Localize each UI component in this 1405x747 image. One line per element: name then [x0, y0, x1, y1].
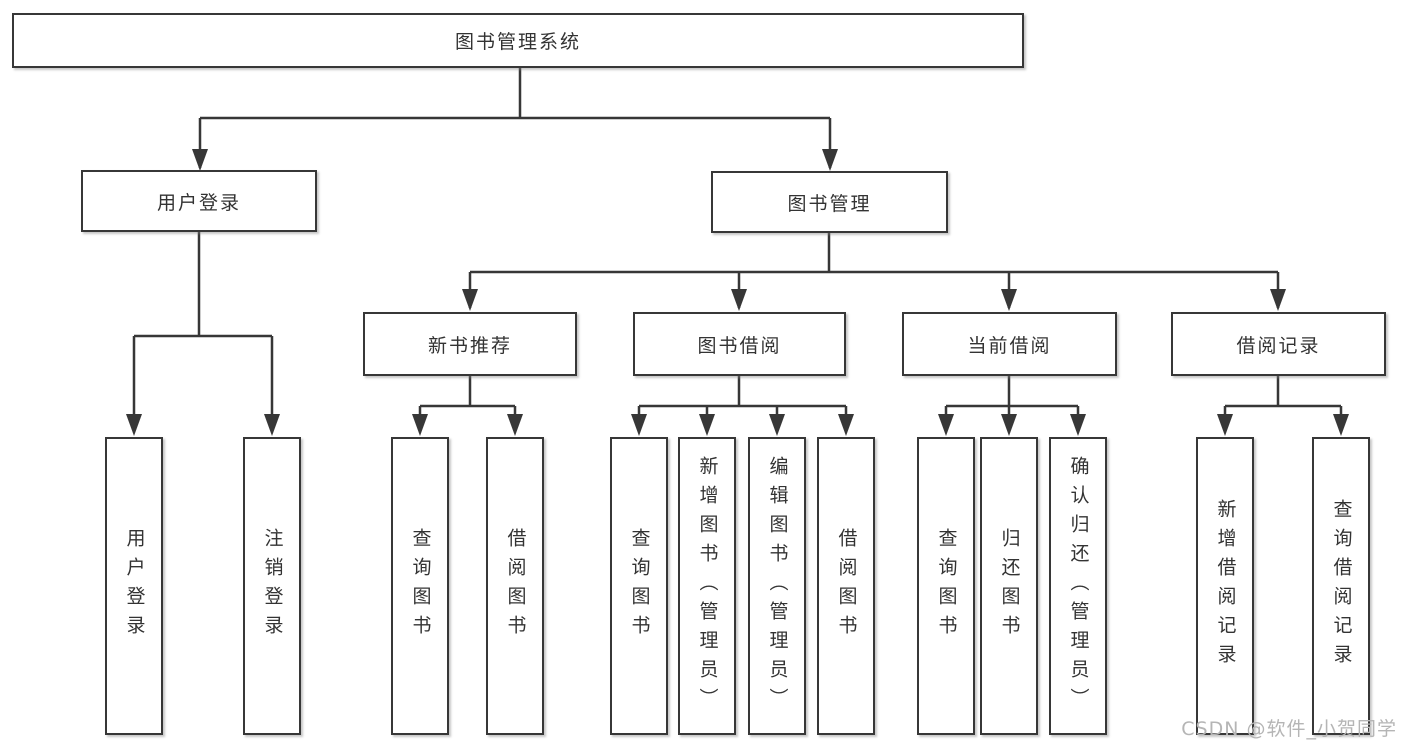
- arrowhead: [631, 414, 647, 436]
- leaf-logout: 注销登录: [243, 437, 301, 735]
- arrowhead: [1001, 414, 1017, 436]
- leaf-add-borrow-record: 新增借阅记录: [1196, 437, 1254, 735]
- node-new-book-recommend: 新书推荐: [363, 312, 577, 376]
- watermark-text: CSDN @软件_小贺同学: [1181, 718, 1397, 740]
- node-current-borrow: 当前借阅: [902, 312, 1117, 376]
- node-borrow-records: 借阅记录: [1171, 312, 1386, 376]
- arrowhead: [1270, 289, 1286, 311]
- arrowhead: [938, 414, 954, 436]
- connector-new-book-recommend-to-leaves: [418, 376, 517, 432]
- leaf-query-books-recommend: 查询图书: [391, 437, 449, 735]
- arrowhead: [769, 414, 785, 436]
- arrowhead: [1001, 289, 1017, 311]
- leaf-confirm-return-admin: 确认归还（管理员）: [1049, 437, 1107, 735]
- leaf-edit-books-admin: 编辑图书（管理员）: [748, 437, 806, 735]
- arrowhead: [507, 414, 523, 436]
- arrowhead: [1333, 414, 1349, 436]
- node-library-management-system: 图书管理系统: [12, 13, 1024, 68]
- arrowhead: [264, 414, 280, 436]
- connector-borrow-records-to-leaves: [1223, 376, 1343, 432]
- arrowhead: [822, 149, 838, 171]
- arrowhead: [699, 414, 715, 436]
- leaf-return-books: 归还图书: [980, 437, 1038, 735]
- arrowheads: [126, 149, 1349, 436]
- connector-root-to-level2: [198, 68, 832, 168]
- connector-book-borrow-to-leaves: [637, 376, 848, 432]
- leaf-borrow-books: 借阅图书: [817, 437, 875, 735]
- arrowhead: [1217, 414, 1233, 436]
- leaf-borrow-books-recommend: 借阅图书: [486, 437, 544, 735]
- connector-user-login-to-leaves: [132, 232, 274, 432]
- arrowhead: [838, 414, 854, 436]
- arrowhead: [412, 414, 428, 436]
- leaf-add-books-admin: 新增图书（管理员）: [678, 437, 736, 735]
- connector-book-management-to-level3: [468, 233, 1280, 308]
- leaf-query-borrow-record: 查询借阅记录: [1312, 437, 1370, 735]
- arrowhead: [731, 289, 747, 311]
- arrowhead: [1070, 414, 1086, 436]
- connector-paths: [132, 68, 1343, 432]
- arrowhead: [462, 289, 478, 311]
- leaf-query-books-borrow: 查询图书: [610, 437, 668, 735]
- arrowhead: [126, 414, 142, 436]
- leaf-user-login: 用户登录: [105, 437, 163, 735]
- node-book-management: 图书管理: [711, 171, 948, 233]
- arrowhead: [192, 149, 208, 171]
- node-user-login: 用户登录: [81, 170, 317, 232]
- leaf-query-books-current: 查询图书: [917, 437, 975, 735]
- node-book-borrow: 图书借阅: [633, 312, 846, 376]
